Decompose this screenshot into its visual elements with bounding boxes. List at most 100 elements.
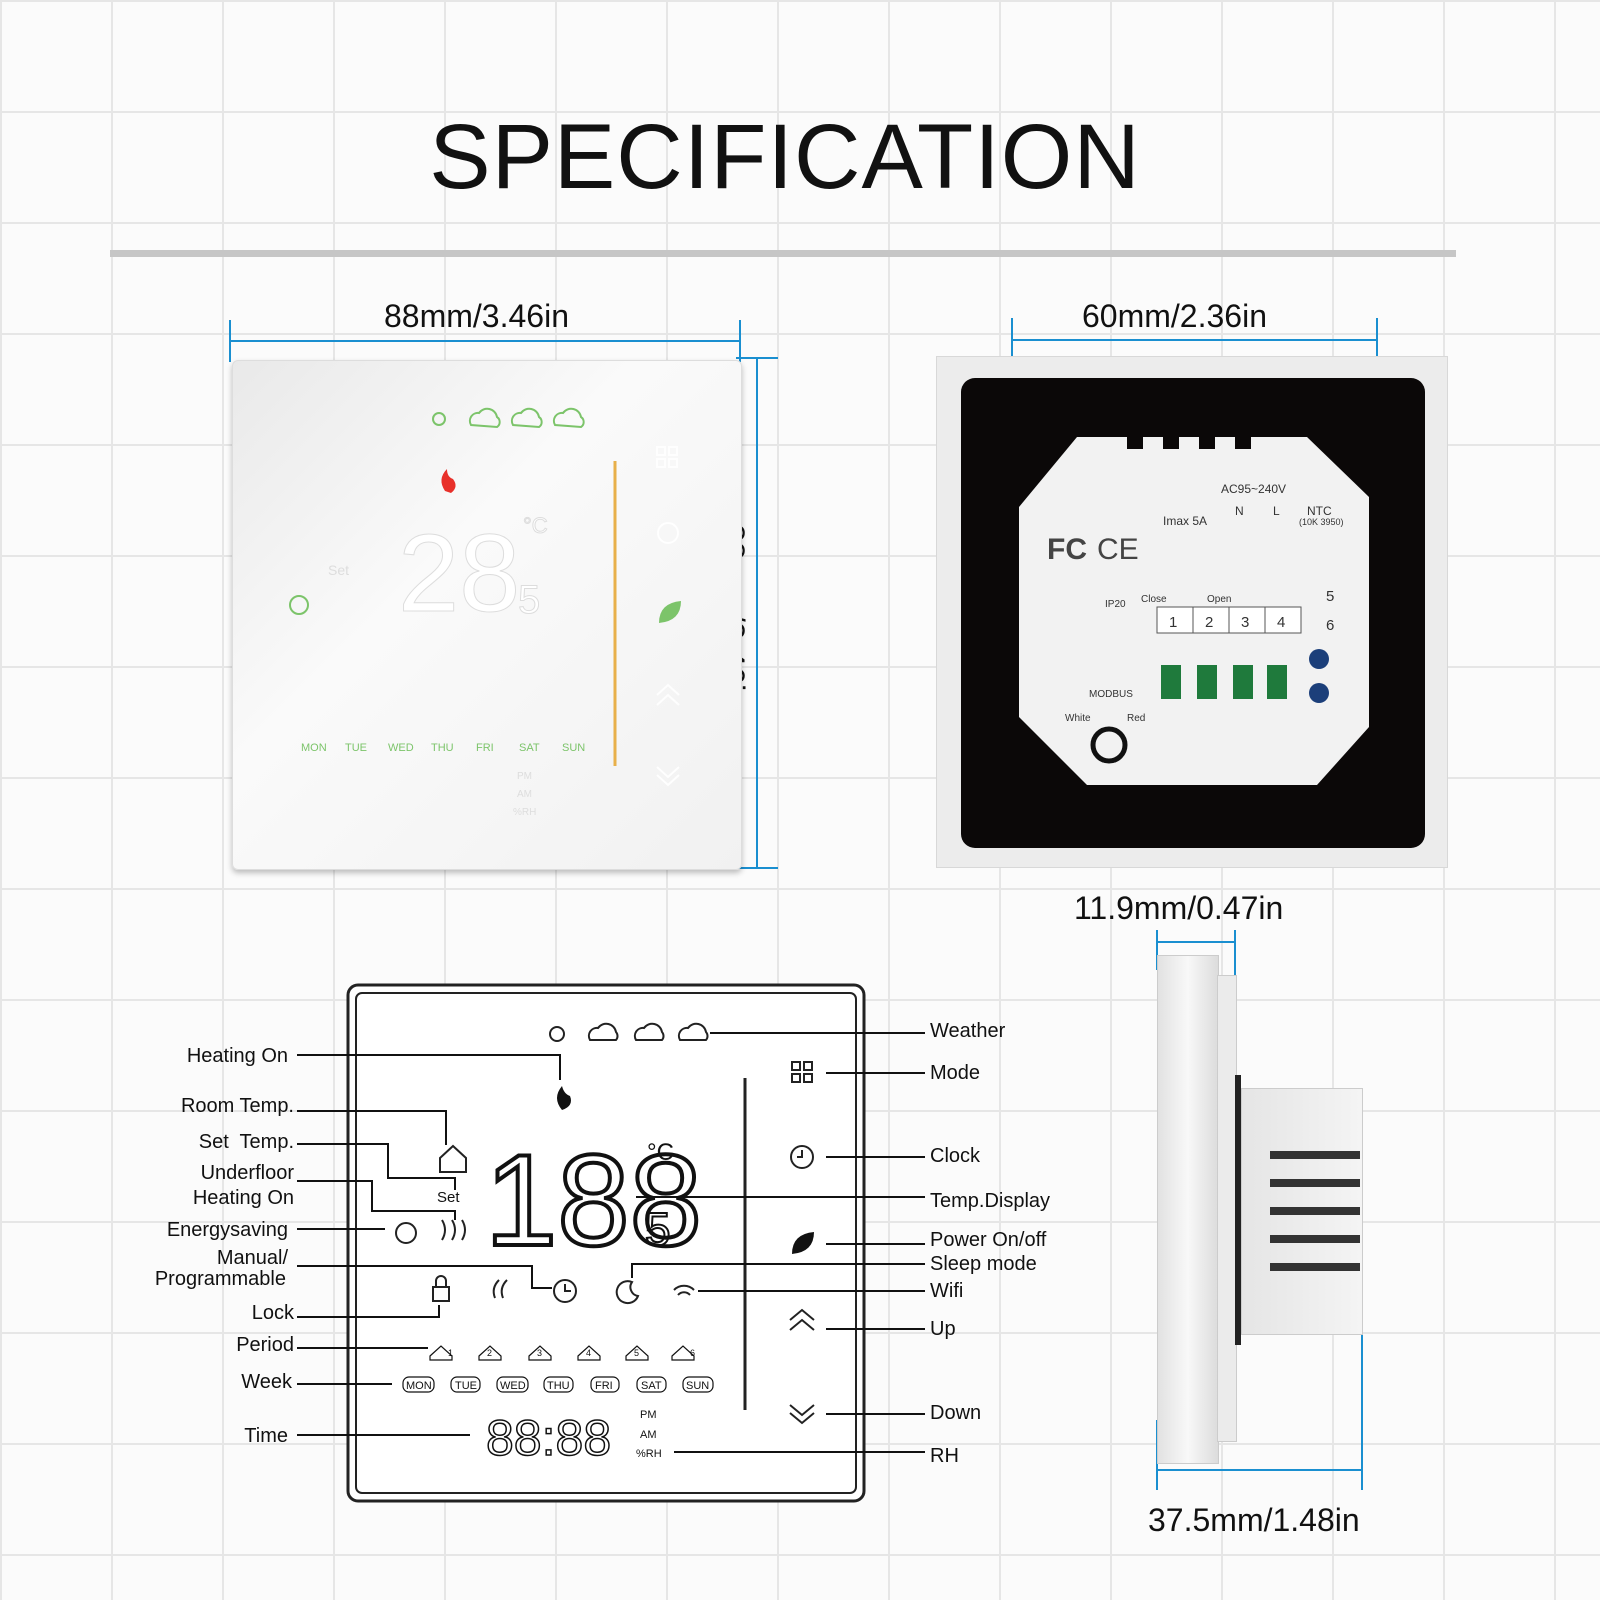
cloud-icon: [468, 407, 501, 429]
set-label: Set: [437, 1189, 460, 1206]
label-wifi: Wifi: [930, 1280, 963, 1302]
period-5: 5: [634, 1348, 639, 1358]
rh-label: %RH: [513, 807, 536, 818]
leader-lines: [297, 1032, 925, 1453]
rh-label: %RH: [636, 1448, 662, 1460]
period-1: 1: [448, 1348, 453, 1358]
label-time: Time: [244, 1425, 288, 1447]
label-temp-display: Temp.Display: [930, 1190, 1050, 1212]
day-mon: MON: [301, 742, 327, 754]
side-depth-label: 37.5mm/1.48in: [1148, 1502, 1360, 1538]
label-energysaving: Energysaving: [167, 1219, 288, 1241]
power-leaf-icon: [792, 1232, 814, 1254]
snow-icon: [677, 1022, 709, 1041]
day-sat: SAT: [641, 1380, 662, 1392]
label-mode: Mode: [930, 1062, 980, 1084]
imax-label: Imax 5A: [1163, 514, 1207, 528]
underfloor-icon: [441, 1219, 466, 1241]
terminal-2: 2: [1205, 614, 1213, 631]
back-width-label: 60mm/2.36in: [1082, 298, 1267, 334]
thermostat-back: AC95~240V Imax 5A N L NTC (10K 3950) Clo…: [936, 356, 1448, 868]
set-label: Set: [328, 562, 349, 578]
pm-label: PM: [517, 771, 532, 782]
am-label: AM: [640, 1429, 657, 1441]
label-heating-on: Heating On: [187, 1045, 288, 1067]
room-temp-icon: [439, 1144, 467, 1173]
terminal-5: 5: [1326, 588, 1334, 605]
cloud-icon: [587, 1022, 619, 1041]
snow-icon: [552, 407, 585, 429]
ntc-spec-label: (10K 3950): [1299, 517, 1344, 527]
day-thu: THU: [547, 1380, 570, 1392]
label-clock: Clock: [930, 1145, 981, 1167]
label-room-temp: Room Temp.: [181, 1095, 294, 1117]
day-tue: TUE: [455, 1380, 477, 1392]
pm-label: PM: [640, 1409, 657, 1421]
day-sat: SAT: [519, 742, 540, 754]
label-lock: Lock: [252, 1302, 295, 1324]
front-display: 28 5 °C Set MON TUE WED THU FRI SAT SUN …: [289, 407, 681, 818]
terminal-3: 3: [1241, 614, 1249, 631]
period-2: 2: [487, 1348, 492, 1358]
period-4: 4: [586, 1348, 591, 1358]
modbus-label: MODBUS: [1089, 689, 1133, 700]
terminal-6: 6: [1326, 617, 1334, 634]
time-digits: 88:88: [486, 1410, 611, 1466]
label-power: Power On/off: [930, 1229, 1047, 1251]
thermostat-front: 28 5 °C Set MON TUE WED THU FRI SAT SUN …: [232, 360, 742, 870]
day-tue: TUE: [345, 742, 367, 754]
manual-icon: [492, 1279, 508, 1299]
day-thu: THU: [431, 742, 454, 754]
mode-icon: [791, 1061, 801, 1071]
label-up: Up: [930, 1318, 956, 1340]
leaf-icon: [659, 601, 681, 623]
label-down: Down: [930, 1402, 981, 1424]
temperature-decimal: 5: [518, 578, 540, 622]
wifi-icon: [673, 1284, 695, 1296]
day-mon: MON: [406, 1380, 432, 1392]
temperature-reading: 28: [398, 512, 520, 635]
clock-icon: [790, 1145, 814, 1169]
energysaving-icon: [395, 1222, 417, 1244]
temp-decimal: 5: [645, 1203, 671, 1255]
label-manual: Manual/: [217, 1247, 289, 1269]
side-thickness-label: 11.9mm/0.47in: [1074, 890, 1284, 926]
up-icon: [789, 1308, 815, 1331]
day-sun: SUN: [686, 1380, 709, 1392]
unit-label: °C: [523, 513, 548, 538]
label-weather: Weather: [930, 1020, 1006, 1042]
energysaving-icon: [289, 595, 309, 615]
sun-icon: [549, 1026, 565, 1042]
label-underfloor: Underfloor: [201, 1162, 295, 1184]
red-label: Red: [1127, 713, 1145, 724]
label-rh: RH: [930, 1445, 959, 1467]
rain-icon: [510, 407, 543, 429]
sleep-icon: [615, 1280, 640, 1305]
day-fri: FRI: [595, 1380, 613, 1392]
period-3: 3: [537, 1348, 542, 1358]
day-wed: WED: [500, 1380, 526, 1392]
label-period: Period: [236, 1334, 294, 1356]
side-back-box: [1241, 1088, 1363, 1335]
terminal-4: 4: [1277, 614, 1285, 631]
label-programmable: Programmable: [155, 1268, 286, 1290]
title-divider: [110, 250, 1456, 257]
ce-logo: CE: [1097, 533, 1139, 566]
rain-icon: [633, 1022, 665, 1041]
day-sun: SUN: [562, 742, 585, 754]
am-label: AM: [517, 789, 532, 800]
temp-digits: 188: [485, 1127, 702, 1273]
back-module: AC95~240V Imax 5A N L NTC (10K 3950) Clo…: [1019, 437, 1369, 785]
label-set-temp: Set Temp.: [199, 1131, 294, 1153]
period-6: 6: [690, 1348, 695, 1358]
white-label: White: [1065, 713, 1091, 724]
down-icon: [789, 1404, 815, 1425]
flame-icon: [441, 469, 456, 493]
flame-icon: [557, 1086, 571, 1110]
temp-unit: °C: [647, 1139, 674, 1166]
page-title: SPECIFICATION: [429, 106, 1141, 208]
day-fri: FRI: [476, 742, 494, 754]
close-label: Close: [1141, 594, 1167, 605]
l-label: L: [1273, 504, 1280, 518]
